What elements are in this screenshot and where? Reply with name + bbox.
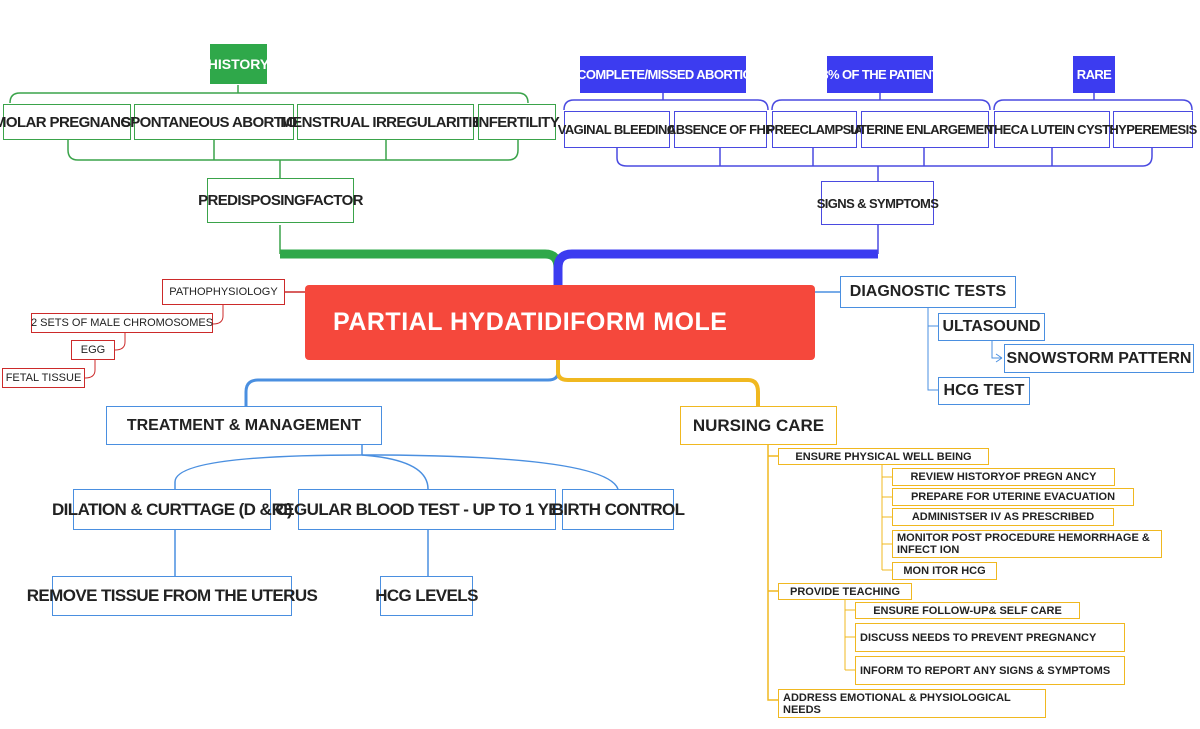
nursing-teaching-item: DISCUSS NEEDS TO PREVENT PREGNANCY	[855, 623, 1125, 652]
history-item-spontaneous-abortion: SPONTANEOUS ABORTION	[121, 104, 308, 140]
nursing-teaching-item: ENSURE FOLLOW-UP& SELF CARE	[855, 602, 1080, 619]
signs-item-uterine-enlargement: UTERINE ENLARGEMENT	[850, 111, 1000, 148]
patho-item-male-chromosomes: 2 SETS OF MALE CHROMOSOMES	[31, 313, 213, 333]
signs-group-incomplete-abortion: INCOMPLETE/MISSED ABORTION	[565, 56, 761, 93]
signs-group-three-percent: 3% OF THE PATIENT	[821, 56, 939, 93]
treatment-hcg-levels: HCG LEVELS	[375, 576, 478, 616]
patho-item-egg: EGG	[71, 340, 115, 360]
signs-item-preeclampsia: PREECLAMPSIA	[766, 111, 863, 148]
signs-group-rare: RARE	[1073, 56, 1115, 93]
treatment-birth-control: BIRTH CONTROL	[552, 489, 685, 530]
treatment-remove-tissue: REMOVE TISSUE FROM THE UTERUS	[27, 576, 318, 616]
diagnostic-ultrasound: ULTASOUND	[938, 313, 1045, 341]
nursing-care: NURSING CARE	[680, 406, 837, 445]
nursing-wellbeing-item: ADMINISTSER IV AS PRESCRIBED	[892, 508, 1114, 526]
nursing-wellbeing-item: MON ITOR HCG	[892, 562, 997, 580]
nursing-wellbeing-item: MONITOR POST PROCEDURE HEMORRHAGE & INFE…	[892, 530, 1162, 558]
history-item-molar-pregnancy: MOLAR PREGNANCY	[0, 104, 141, 140]
signs-item-absence-fhr: ABSENCE OF FHR	[667, 111, 775, 148]
nursing-provide-teaching: PROVIDE TEACHING	[778, 583, 912, 600]
nursing-wellbeing-item: REVIEW HISTORYOF PREGN ANCY	[892, 468, 1115, 486]
nursing-teaching-item: INFORM TO REPORT ANY SIGNS & SYMPTOMS	[855, 656, 1125, 685]
predisposing-factor: PREDISPOSINGFACTOR	[198, 178, 364, 223]
treatment-regular-blood-test: REGULAR BLOOD TEST - UP TO 1 YEAR	[272, 489, 583, 530]
treatment-dilation-curettage: DILATION & CURTTAGE (D & C)	[52, 489, 293, 530]
diagnostic-tests: DIAGNOSTIC TESTS	[840, 276, 1016, 308]
treatment-management: TREATMENT & MANAGEMENT	[106, 406, 382, 445]
nursing-wellbeing-item: PREPARE FOR UTERINE EVACUATION	[892, 488, 1134, 506]
diagnostic-snowstorm-pattern: SNOWSTORM PATTERN	[1004, 344, 1194, 373]
nursing-physical-wellbeing: ENSURE PHYSICAL WELL BEING	[778, 448, 989, 465]
history-item-menstrual-irregularities: MENSTRUAL IRREGULARITIES	[280, 104, 491, 140]
signs-item-vaginal-bleeding: VAGINAL BLEEDING	[558, 111, 677, 148]
pathophysiology: PATHOPHYSIOLOGY	[162, 279, 285, 305]
patho-item-fetal-tissue: FETAL TISSUE	[2, 368, 85, 388]
history-item-infertility: INFERTILITY	[475, 104, 560, 140]
history-header: HISTORY	[208, 44, 269, 84]
signs-item-theca-lutein-cysts: THECA LUTEIN CYSTS	[987, 111, 1118, 148]
nursing-emotional-needs: ADDRESS EMOTIONAL & PHYSIOLOGICAL NEEDS	[778, 689, 1046, 718]
signs-and-symptoms: SIGNS & SYMPTOMS	[817, 181, 939, 225]
central-topic: PARTIAL HYDATIDIFORM MOLE	[305, 285, 815, 360]
diagnostic-hcg-test: HCG TEST	[938, 377, 1030, 405]
signs-item-hyperemesis: HYPEREMESIS	[1109, 111, 1197, 148]
